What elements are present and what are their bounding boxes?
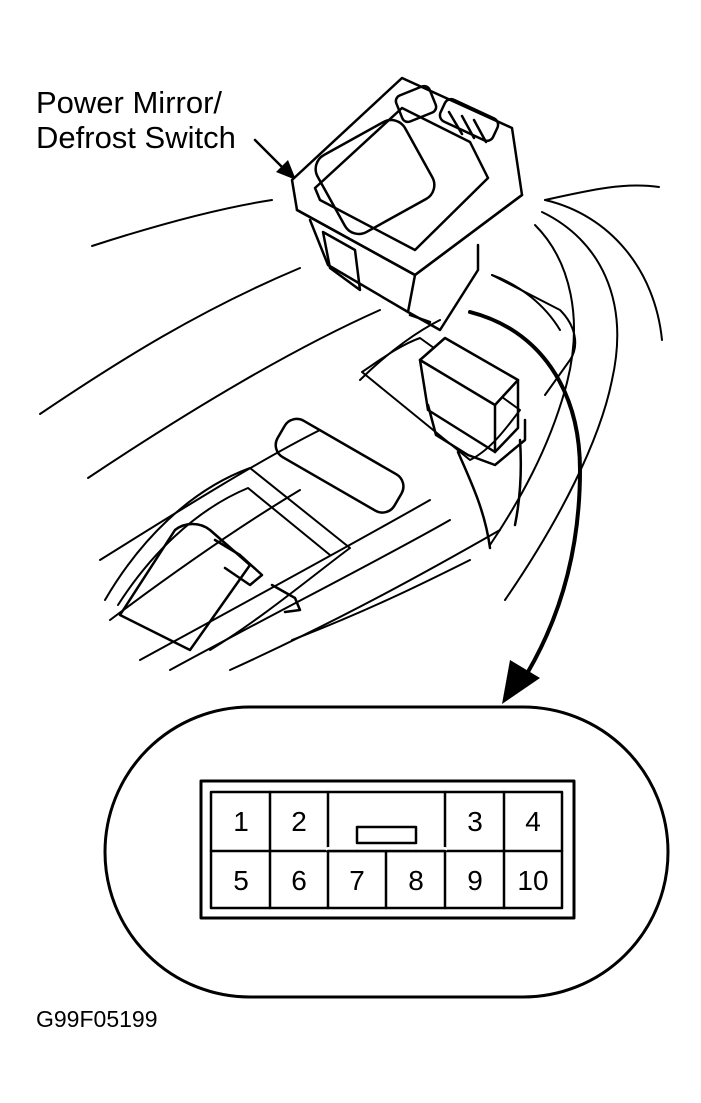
terminal-7: 7	[349, 865, 365, 896]
connector-face	[199, 779, 576, 920]
figure-code: G99F05199	[36, 1006, 158, 1032]
door-panel-outline	[39, 184, 663, 671]
armrest-recess	[361, 274, 577, 461]
window-switch-opening	[274, 417, 405, 514]
terminal-numbers: 1 2 3 4 5 6 7 8 9 10	[233, 806, 548, 896]
terminal-8: 8	[408, 865, 424, 896]
mirror-switch-body	[290, 76, 524, 332]
door-handle	[118, 522, 302, 652]
connector-detail-frame	[103, 705, 670, 999]
door-handle-cavity	[104, 467, 351, 651]
terminal-10: 10	[517, 865, 548, 896]
harness-connector	[418, 336, 527, 467]
switch-callout-label: Power Mirror/ Defrost Switch	[36, 85, 236, 155]
callout-arrow	[253, 138, 296, 180]
terminal-6: 6	[291, 865, 307, 896]
connector-lock-tab	[355, 825, 418, 845]
terminal-3: 3	[467, 806, 483, 837]
terminal-1: 1	[233, 806, 249, 837]
terminal-5: 5	[233, 865, 249, 896]
terminal-2: 2	[291, 806, 307, 837]
terminal-9: 9	[467, 865, 483, 896]
callout-line-2: Defrost Switch	[36, 119, 236, 155]
callout-line-1: Power Mirror/	[36, 85, 223, 120]
connector-view-arrow	[468, 310, 582, 704]
wiring	[456, 438, 522, 550]
terminal-4: 4	[525, 806, 541, 837]
